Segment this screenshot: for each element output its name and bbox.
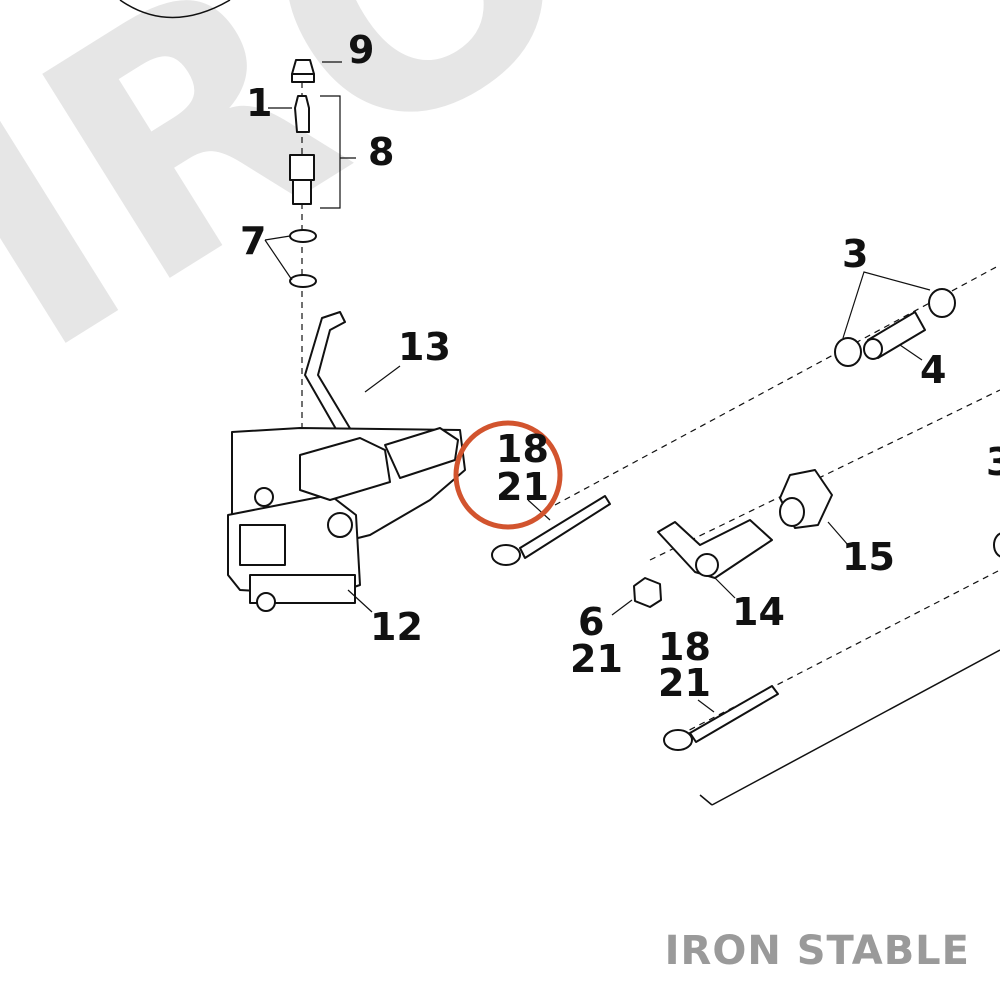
- lever-clevis: [384, 427, 459, 479]
- part-7-washer-bottom: [289, 274, 317, 288]
- lever-arm-hole: [695, 553, 719, 577]
- part-8-body: [289, 154, 315, 181]
- part-9-base: [291, 73, 315, 83]
- part-9-cap: [291, 59, 315, 75]
- spacer-hole: [779, 497, 805, 527]
- master-cylinder: [299, 437, 391, 501]
- frame-line-right: [711, 649, 1000, 806]
- callout-6: 6: [578, 600, 604, 644]
- leader-13: [364, 365, 401, 393]
- caliper-bolt-lower: [256, 592, 276, 612]
- callout-18-upper: 18: [496, 427, 549, 471]
- part-18-bolt-lower: [663, 685, 779, 751]
- axis-upper: [554, 264, 1000, 506]
- callout-7: 7: [240, 219, 266, 263]
- callout-21-mid: 21: [570, 637, 623, 681]
- bolt-upper-shank: [519, 495, 611, 559]
- leader-12: [347, 589, 373, 613]
- callout-21-lower: 21: [658, 661, 711, 705]
- part-8-stem: [292, 179, 312, 205]
- callout-8: 8: [368, 130, 394, 174]
- frame-arc: [119, 0, 231, 19]
- leader-4: [899, 344, 923, 361]
- callout-1: 1: [246, 81, 272, 125]
- leader-3: [842, 271, 931, 339]
- highlight-ring: [453, 420, 563, 530]
- part-7-washer-top: [289, 229, 317, 243]
- part-6-nut: [611, 577, 662, 616]
- callout-3-partial: 3: [986, 440, 1000, 484]
- part-14-lever: [657, 519, 773, 599]
- caliper-assembly: [227, 311, 466, 613]
- callout-18-lower: 18: [658, 625, 711, 669]
- leader-18b: [697, 699, 715, 713]
- callout-15: 15: [842, 535, 895, 579]
- callout-4: 4: [920, 348, 946, 392]
- part-1-bleeder: [294, 95, 310, 133]
- nut-body: [633, 577, 662, 608]
- part-4-bushing-end: [863, 338, 883, 360]
- callout-21-upper: 21: [496, 465, 549, 509]
- callout-3-upper: 3: [842, 232, 868, 276]
- axis-lower: [669, 569, 1000, 741]
- leader-7: [264, 235, 293, 281]
- part-18-bolt-upper: [491, 495, 611, 566]
- axis-middle: [649, 389, 1000, 561]
- callout-14: 14: [732, 590, 785, 634]
- callout-9: 9: [348, 28, 374, 72]
- leader-14: [714, 577, 736, 599]
- bushing-group: [834, 271, 956, 367]
- bolt-lower-shank: [689, 685, 779, 743]
- part-3-washer-left: [834, 337, 862, 367]
- leader-18a: [527, 499, 551, 521]
- caliper-piston: [327, 512, 353, 538]
- bracket-8: [320, 95, 356, 209]
- bolt-lower-head: [663, 729, 693, 751]
- frame-line-right-end: [699, 794, 713, 806]
- leader-6: [611, 599, 633, 616]
- bolt-upper-head: [491, 544, 521, 566]
- leader-15: [827, 521, 849, 546]
- callout-12: 12: [370, 605, 423, 649]
- callout-13: 13: [398, 325, 451, 369]
- fitting-stack: [264, 59, 356, 450]
- caliper-bolt-left: [254, 487, 274, 507]
- brand-logo-text: IRON STABLE: [664, 928, 970, 974]
- partial-part-right: [993, 532, 1000, 558]
- part-12-window: [239, 524, 286, 566]
- part-15-spacer: [779, 469, 849, 546]
- part-3-washer-right: [928, 288, 956, 318]
